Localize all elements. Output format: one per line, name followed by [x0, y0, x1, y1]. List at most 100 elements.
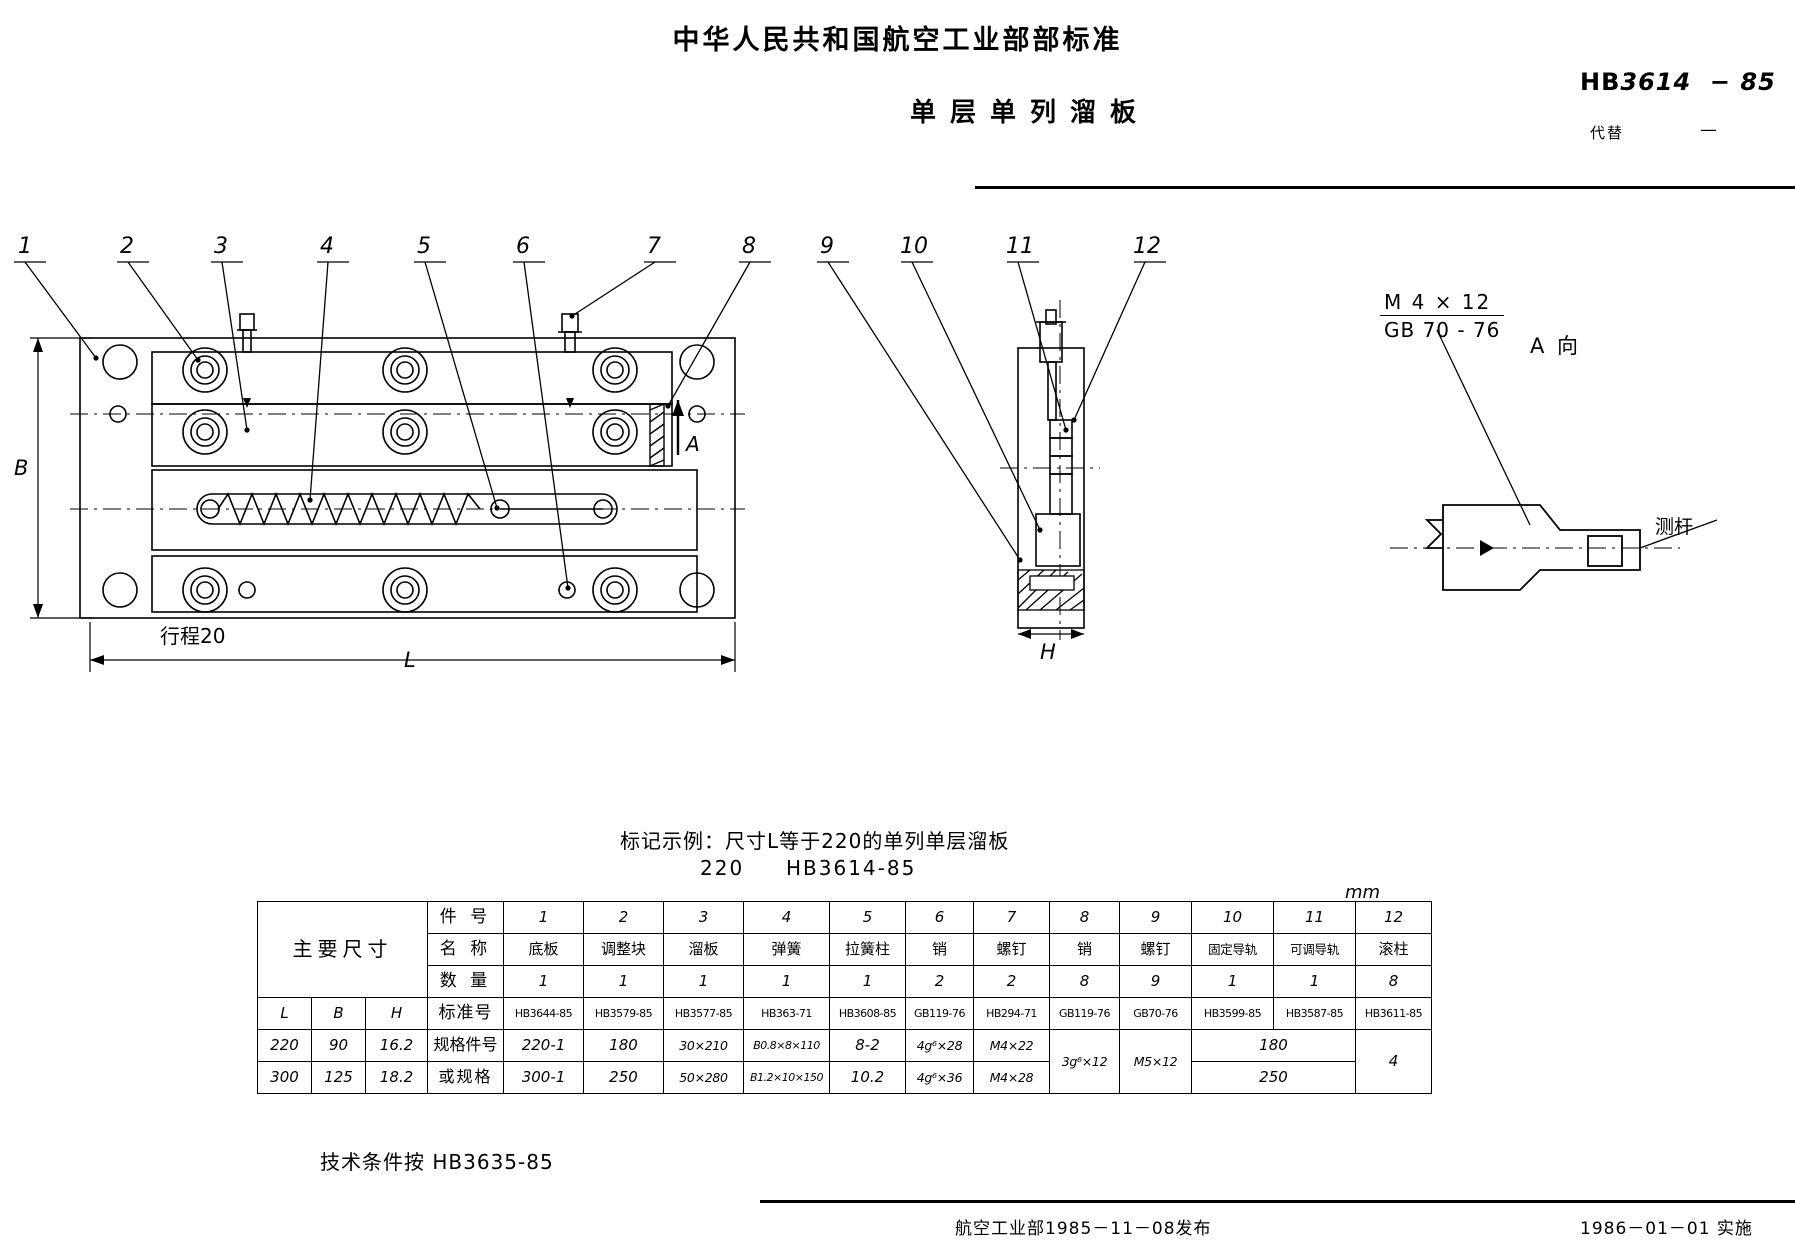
part-no-11: 11	[1273, 901, 1356, 934]
table-row-quantity: 数 量 1 1 1 1 1 2 2 8 9 1 1 8	[258, 965, 1432, 998]
side-block-d	[1049, 473, 1073, 515]
replaces-value: —	[1700, 120, 1717, 140]
standard-6: GB119-76	[905, 997, 974, 1030]
row1-B: 90	[311, 1029, 366, 1062]
main-dimension-label: 主要尺寸	[257, 901, 428, 998]
leader-number-1: 1	[18, 234, 32, 259]
footer-effective: 1986－01－01 实施	[1580, 1219, 1753, 1239]
slide-plate	[151, 469, 698, 551]
a-view-detail	[1390, 504, 1680, 591]
post-head	[239, 313, 255, 331]
bolt-hole	[182, 567, 228, 613]
centre-lines	[70, 413, 745, 510]
part-name-4: 弹簧	[743, 933, 830, 966]
standard-3: HB3577-85	[663, 997, 744, 1030]
corner-hole	[102, 572, 138, 608]
leader-lines	[24, 261, 1146, 589]
leader-number-5: 5	[417, 234, 431, 259]
dim-header-L: L	[257, 997, 312, 1030]
part-no-5: 5	[829, 901, 906, 934]
bolt-hole	[592, 347, 638, 393]
dimension-label-L: L	[404, 648, 416, 672]
dimension-h	[1018, 629, 1084, 639]
table-row-spec-220: 220 90 16.2 规格件号 220-1 180 30×210 B0.8×8…	[257, 1029, 1432, 1094]
standard-5: HB3608-85	[829, 997, 906, 1030]
quantity-5: 1	[829, 965, 906, 998]
unit-label: mm	[1345, 882, 1381, 903]
merged-screw-spec: M5×12	[1119, 1029, 1192, 1094]
spring-slot	[196, 493, 618, 525]
row1-spec-6: 4g⁶×28	[905, 1029, 974, 1062]
row-label-quantity: 数 量	[427, 965, 504, 998]
part-no-1: 1	[503, 901, 584, 934]
row2-spec-4: B1.2×10×150	[743, 1061, 830, 1094]
corner-hole	[679, 344, 715, 380]
bolt-hole	[182, 347, 228, 393]
part-no-2: 2	[583, 901, 664, 934]
dim-header-H: H	[365, 997, 428, 1030]
a-view-title: A 向	[1530, 334, 1582, 358]
quantity-4: 1	[743, 965, 830, 998]
row1-H: 16.2	[365, 1029, 428, 1062]
row2-spec-7: M4×28	[973, 1061, 1050, 1094]
row-label-spec-no: 规格件号	[427, 1029, 504, 1062]
merged-roller-spec: 4	[1355, 1029, 1432, 1094]
table-row-part-no: 主要尺寸 件 号 1 2 3 4 5 6 7 8 9 10 11 12	[257, 901, 1432, 998]
row2-rail-spec: 250	[1191, 1061, 1356, 1094]
marking-example-line1: 标记示例：尺寸L等于220的单列单层溜板	[620, 829, 1010, 853]
part-name-12: 滚柱	[1355, 933, 1432, 966]
part-no-4: 4	[743, 901, 830, 934]
standard-10: HB3599-85	[1191, 997, 1274, 1030]
standard-prefix: HB	[1580, 68, 1621, 96]
row1-spec-5: 8-2	[829, 1029, 906, 1062]
row1-rail-spec: 180	[1191, 1029, 1356, 1062]
leader-number-12: 12	[1133, 234, 1161, 259]
a-view-screw-callout: M 4 × 12 GB 70 - 76	[1380, 290, 1505, 342]
leader-number-4: 4	[320, 234, 334, 259]
section-mark-a: A	[686, 432, 700, 456]
side-post	[1039, 321, 1063, 363]
standard-1: HB3644-85	[503, 997, 584, 1030]
row-label-name: 名 称	[427, 933, 504, 966]
footer-issued: 航空工业部1985－11－08发布	[955, 1219, 1212, 1239]
table-row-standard-no: L B H 标准号 HB3644-85 HB3579-85 HB3577-85 …	[257, 997, 1432, 1030]
header-divider-rule	[975, 186, 1795, 189]
specification-table: 主要尺寸 件 号 1 2 3 4 5 6 7 8 9 10 11 12 名 称 …	[257, 901, 1432, 1094]
side-block-c	[1049, 455, 1073, 475]
ministry-title: 中华人民共和国航空工业部部标准	[672, 25, 1123, 56]
table-row-name: 名 称 底板 调整块 溜板 弹簧 拉簧柱 销 螺钉 销 螺钉 固定导轨 可调导轨…	[258, 933, 1432, 966]
part-no-6: 6	[905, 901, 974, 934]
a-view-rod-label: 测杆	[1655, 516, 1694, 538]
bolt-holes-group	[102, 344, 715, 613]
leader-tick-marks	[93, 313, 1077, 591]
standard-11: HB3587-85	[1273, 997, 1356, 1030]
marking-example-line2: 220 HB3614-85	[700, 856, 916, 880]
standard-2: HB3579-85	[583, 997, 664, 1030]
row2-B: 125	[311, 1061, 366, 1094]
part-no-12: 12	[1355, 901, 1432, 934]
technical-condition-note: 技术条件按 HB3635-85	[320, 1150, 554, 1174]
leader-number-7: 7	[647, 234, 661, 259]
plan-view	[79, 337, 736, 619]
corner-hole	[679, 572, 715, 608]
side-block-b	[1049, 437, 1073, 457]
side-block-a	[1049, 419, 1073, 439]
quantity-2: 1	[583, 965, 664, 998]
replaces-label: 代替	[1590, 124, 1625, 142]
row2-spec-5: 10.2	[829, 1061, 906, 1094]
dimension-label-B: B	[14, 456, 29, 480]
leader-number-2: 2	[120, 234, 134, 259]
part-name-9: 螺钉	[1119, 933, 1192, 966]
quantity-8: 8	[1049, 965, 1120, 998]
side-block-e	[1035, 513, 1081, 567]
leader-number-9: 9	[820, 234, 834, 259]
part-name-1: 底板	[503, 933, 584, 966]
table-row-spec-300: 300 125 18.2 或规格 300-1 250 50×280 B1.2×1…	[257, 1061, 1432, 1094]
side-view	[1000, 300, 1100, 640]
row1-spec-7: M4×22	[973, 1029, 1050, 1062]
standard-number: HB3614 − 85	[1580, 68, 1776, 96]
a-view-screw-bottom: GB 70 - 76	[1384, 318, 1501, 342]
row-label-part-no: 件 号	[427, 901, 504, 934]
row-label-standard-no: 标准号	[427, 997, 504, 1030]
part-name-7: 螺钉	[973, 933, 1050, 966]
